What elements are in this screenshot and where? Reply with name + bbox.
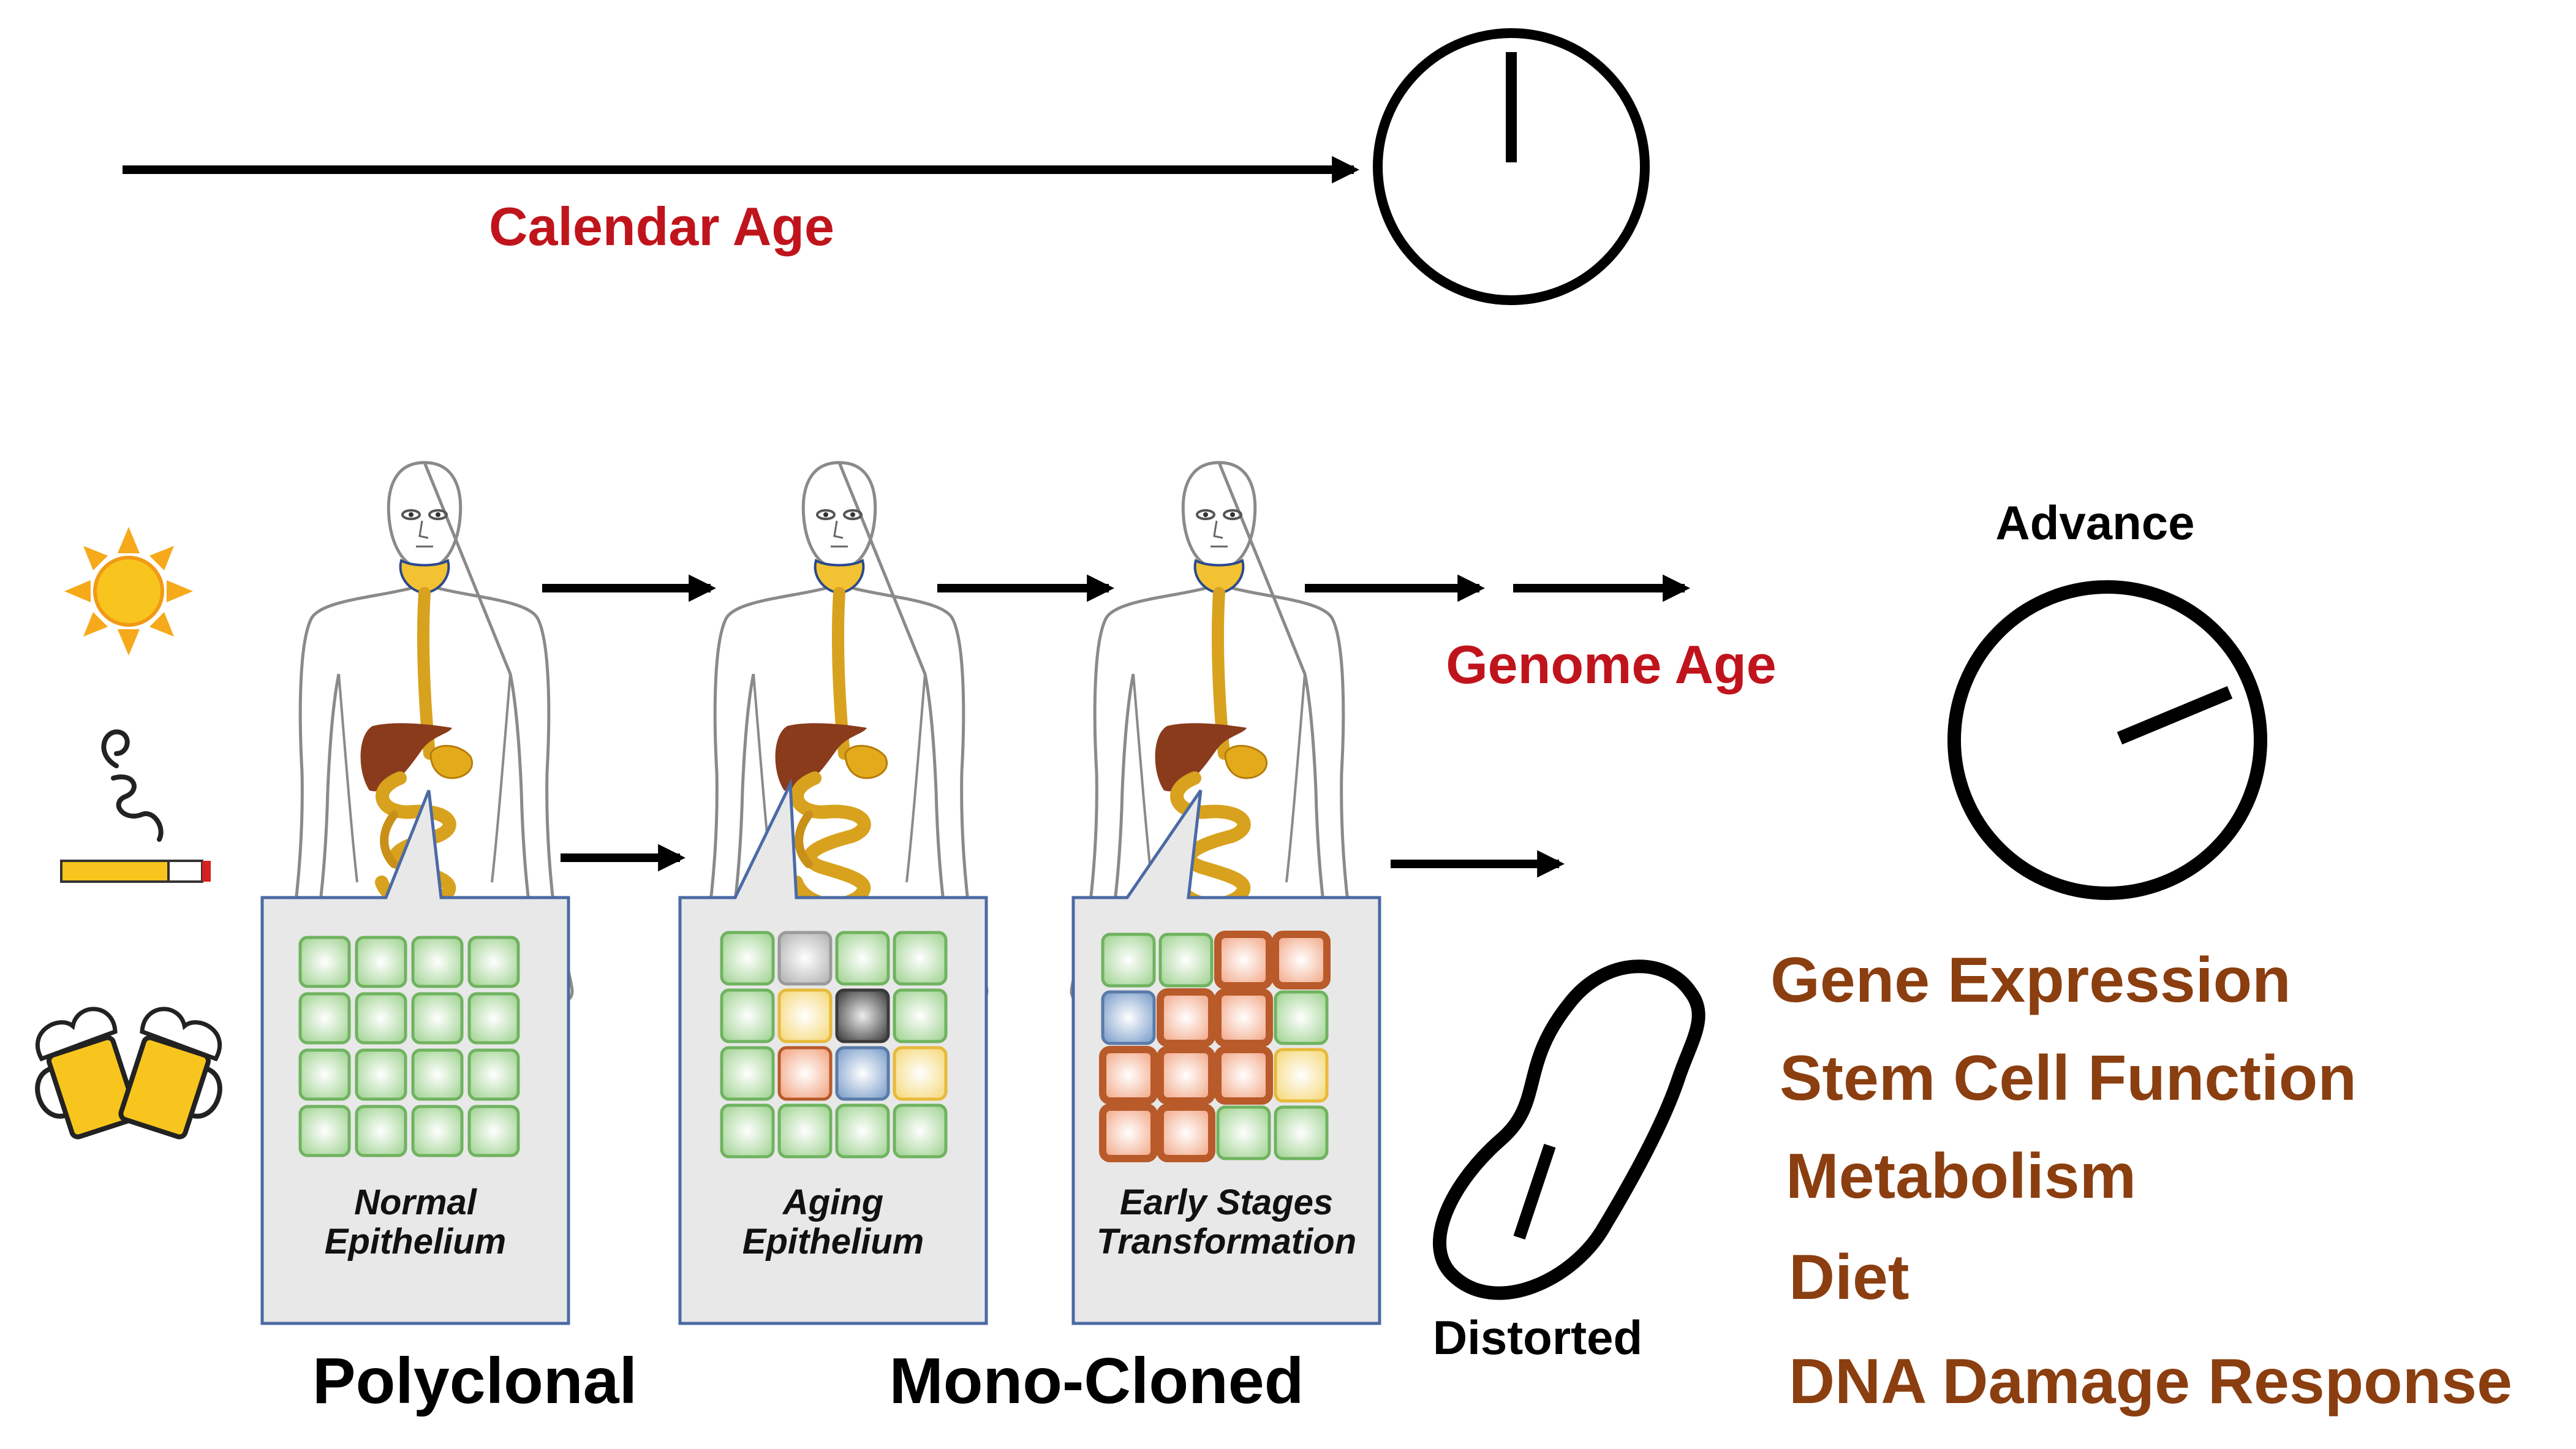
calendar-age-label: Calendar Age <box>489 196 834 257</box>
epithelial-cell <box>1272 931 1331 989</box>
epithelial-cell <box>355 1048 407 1101</box>
epithelial-cell <box>411 1105 464 1157</box>
epithelial-cell <box>777 988 833 1043</box>
epithelial-cell <box>835 988 890 1043</box>
mono-cloned-label: Mono-Cloned <box>889 1345 1304 1417</box>
epithelial-cell <box>298 1105 351 1157</box>
epithelial-cell <box>1214 931 1273 989</box>
epithelial-cell <box>1099 1103 1158 1162</box>
distorted-label: Distorted <box>1433 1311 1642 1364</box>
epithelial-cell <box>411 992 464 1045</box>
epithelial-cell <box>1274 1048 1329 1103</box>
factor-item: Metabolism <box>1786 1141 2136 1212</box>
lower-arrows <box>561 844 1565 878</box>
epithelial-cell <box>835 1046 890 1101</box>
factor-item: Stem Cell Function <box>1780 1043 2357 1114</box>
factors-list: Gene Expression Stem Cell Function Metab… <box>1770 945 2512 1417</box>
epithelial-cell <box>298 936 351 988</box>
advance-clock-icon <box>1947 580 2267 900</box>
epithelial-cell <box>1274 990 1329 1045</box>
epithelial-cell <box>1101 933 1156 988</box>
epithelial-cell <box>1158 933 1214 988</box>
epithelial-cell <box>411 936 464 988</box>
panel-caption-line1: Aging <box>782 1182 883 1222</box>
epithelial-cell <box>1214 1046 1273 1105</box>
epithelial-cell <box>355 992 407 1045</box>
cigarette-icon <box>60 729 211 883</box>
epithelial-cell <box>720 1046 775 1101</box>
factor-item: Diet <box>1789 1242 1909 1313</box>
panel-caption-line1: Normal <box>354 1182 478 1222</box>
distorted-clock-icon <box>1433 959 1705 1300</box>
epithelial-cell <box>1214 988 1273 1047</box>
epithelial-cell <box>1274 1105 1329 1160</box>
epithelial-cell <box>467 936 520 988</box>
epithelial-cell <box>720 988 775 1043</box>
epithelial-cell <box>720 1103 775 1159</box>
epithelial-cell <box>355 936 407 988</box>
epithelial-cell <box>1157 1046 1215 1105</box>
epithelial-cell <box>1157 1103 1215 1162</box>
advance-label: Advance <box>1995 496 2194 550</box>
beer-mugs-icon <box>35 1007 222 1140</box>
epithelial-cell <box>411 1048 464 1101</box>
factor-item: DNA Damage Response <box>1789 1346 2512 1417</box>
epithelial-cell <box>298 1048 351 1101</box>
epithelial-cell <box>893 1046 948 1101</box>
epithelium-callout-panel <box>678 778 988 1325</box>
epithelial-cell <box>777 931 833 986</box>
epithelial-cell <box>893 931 948 986</box>
panel-caption-line2: Epithelium <box>325 1222 506 1262</box>
epithelial-cell <box>1157 988 1215 1047</box>
epithelial-cell <box>1099 1046 1158 1105</box>
epithelial-cell <box>720 931 775 986</box>
epithelial-cell <box>298 992 351 1045</box>
epithelial-cell <box>777 1046 833 1101</box>
epithelial-cell <box>1216 1105 1271 1160</box>
epithelial-cell <box>355 1105 407 1157</box>
panel-caption-line2: Transformation <box>1097 1222 1356 1262</box>
panel-caption-line2: Epithelium <box>742 1222 924 1262</box>
epithelial-cell <box>893 988 948 1043</box>
calendar-clock-icon <box>1373 28 1650 305</box>
panel-caption-line1: Early Stages <box>1120 1182 1333 1222</box>
epithelial-cell <box>835 1103 890 1159</box>
epithelial-cell <box>467 1048 520 1101</box>
sun-icon <box>64 527 193 656</box>
epithelial-cell <box>467 992 520 1045</box>
factor-item: Gene Expression <box>1770 945 2291 1016</box>
genome-age-label: Genome Age <box>1446 634 1777 695</box>
epithelial-cell <box>467 1105 520 1157</box>
epithelial-cell <box>1101 990 1156 1045</box>
epithelial-cell <box>893 1103 948 1159</box>
epithelial-cell <box>777 1103 833 1159</box>
epithelial-cell <box>835 931 890 986</box>
polyclonal-label: Polyclonal <box>312 1345 637 1417</box>
